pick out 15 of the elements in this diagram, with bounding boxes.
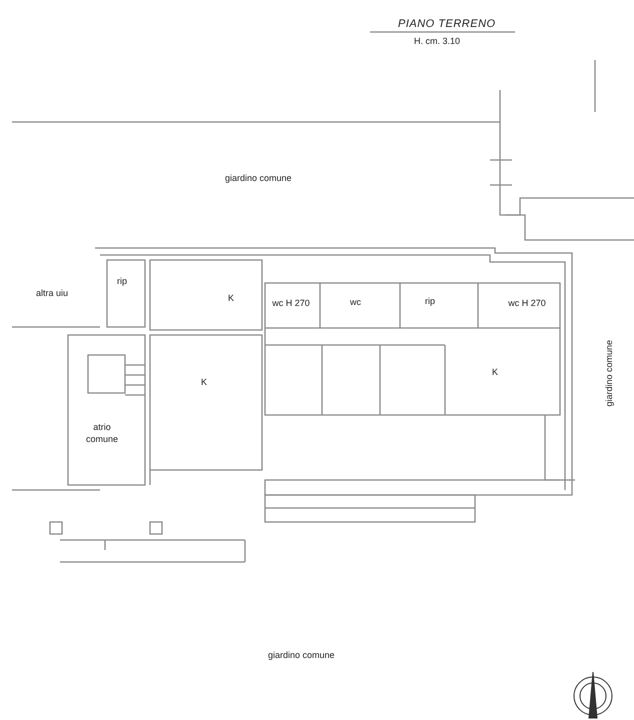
ceiling-height-note: H. cm. 3.10 [414, 36, 460, 47]
room-label: K [228, 293, 234, 304]
room-label: K [492, 367, 498, 378]
room-label: rip [425, 296, 436, 307]
area-label: altra uiu [36, 288, 68, 299]
area-label: giardino comune [225, 173, 292, 184]
room-label: wc H 270 [508, 297, 546, 309]
room-label: wc [350, 297, 361, 308]
plan-title: PIANO TERRENO [398, 18, 496, 30]
room-label: atrio comune [84, 421, 120, 445]
area-label: giardino comune [268, 650, 335, 661]
room-label: K [201, 377, 208, 388]
area-label: giardino comune [604, 340, 615, 407]
room-label: wc H 270 [272, 297, 310, 309]
room-label: rip [117, 276, 128, 287]
